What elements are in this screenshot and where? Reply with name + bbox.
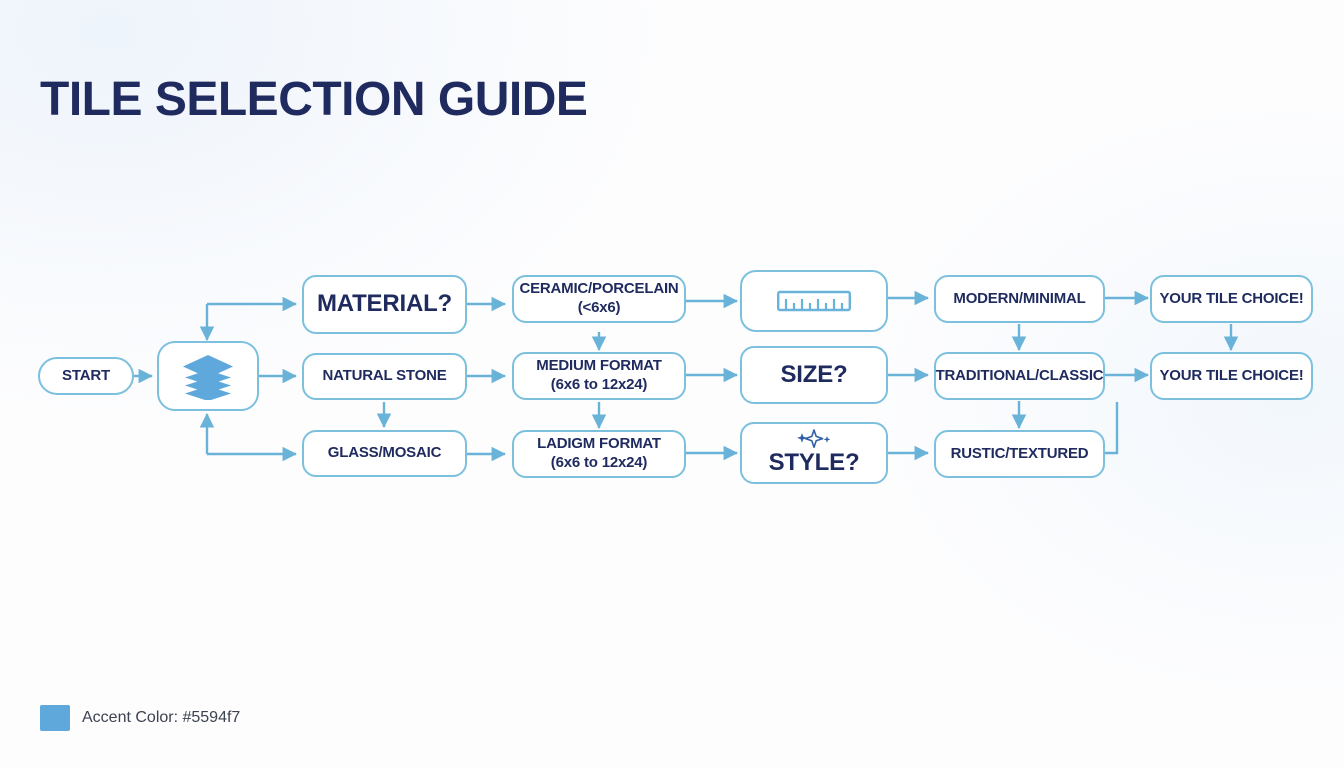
node-your-tile-choice-top-label: YOUR TILE CHOICE! [1159,289,1304,307]
node-style[interactable]: STYLE? [740,422,888,484]
node-start[interactable]: START [38,357,134,395]
node-ladigm-format-sublabel: (6x6 to 12x24) [550,454,648,471]
edge-rustic-to-choice-mid [1105,402,1119,455]
node-ceramic-porcelain-label: CERAMIC/PORCELAIN [519,280,679,298]
accent-color-label: Accent Color: #5594f7 [82,709,241,726]
node-modern-minimal-label: MODERN/MINIMAL [953,289,1086,307]
node-ruler[interactable] [740,270,888,332]
node-natural-stone[interactable]: NATURAL STONE [302,353,467,400]
node-ceramic-porcelain-sublabel: (<6x6) [577,299,621,316]
node-size-label: SIZE? [780,360,848,388]
node-glass-mosaic-label: GLASS/MOSAIC [327,444,442,462]
node-style-label: STYLE? [768,449,860,477]
node-modern-minimal[interactable]: MODERN/MINIMAL [934,275,1105,323]
node-ceramic-porcelain[interactable]: CERAMIC/PORCELAIN (<6x6) [512,275,686,323]
node-start-label: START [62,366,110,384]
node-traditional-classic-label: TRADITIONAL/CLASSIC [935,366,1104,384]
sparkles-icon [790,429,838,449]
node-ladigm-format[interactable]: LADIGM FORMAT (6x6 to 12x24) [512,430,686,478]
node-glass-mosaic[interactable]: GLASS/MOSAIC [302,430,467,477]
accent-color-swatch [40,705,70,731]
node-material-label: MATERIAL? [316,290,453,318]
node-size[interactable]: SIZE? [740,346,888,404]
node-medium-format-sublabel: (6x6 to 12x24) [550,376,648,393]
node-medium-format[interactable]: MEDIUM FORMAT (6x6 to 12x24) [512,352,686,400]
node-your-tile-choice-top[interactable]: YOUR TILE CHOICE! [1150,275,1313,323]
node-material[interactable]: MATERIAL? [302,275,467,334]
accent-color-legend: Accent Color: #5594f7 [40,705,240,731]
node-layers[interactable] [157,341,259,411]
node-your-tile-choice-mid-label: YOUR TILE CHOICE! [1159,366,1304,384]
node-ladigm-format-label: LADIGM FORMAT [537,435,661,453]
node-rustic-textured[interactable]: RUSTIC/TEXTURED [934,430,1105,478]
ruler-icon [777,286,851,316]
layers-icon [180,352,236,400]
page-title: TILE SELECTION GUIDE [40,73,588,126]
node-natural-stone-label: NATURAL STONE [322,367,447,385]
node-rustic-textured-label: RUSTIC/TEXTURED [950,444,1089,462]
node-your-tile-choice-mid[interactable]: YOUR TILE CHOICE! [1150,352,1313,400]
node-medium-format-label: MEDIUM FORMAT [536,357,662,375]
node-traditional-classic[interactable]: TRADITIONAL/CLASSIC [934,352,1105,400]
